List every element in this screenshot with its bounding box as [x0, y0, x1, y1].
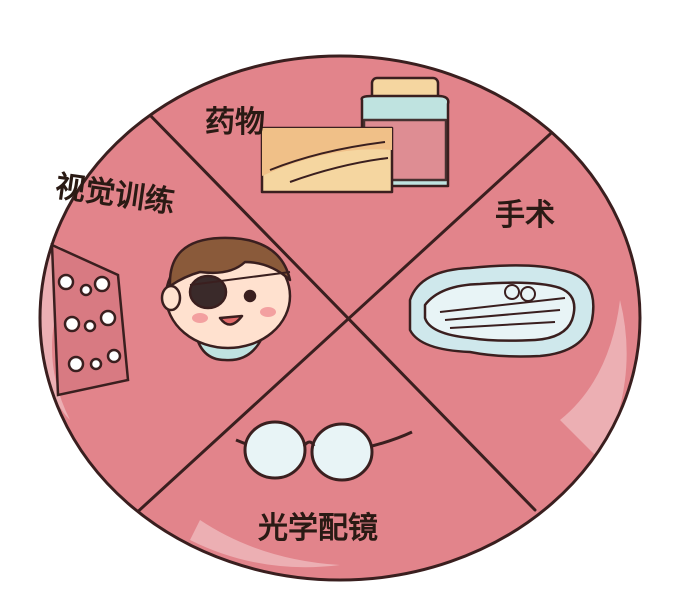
disc-background — [40, 56, 640, 580]
dot-board-icon — [50, 243, 130, 397]
medicine-box-and-jar-icon — [260, 76, 450, 194]
child-eye-patch-icon — [160, 236, 292, 362]
label-surgery: 手术 — [495, 198, 555, 233]
label-medicine: 药物 — [205, 105, 265, 140]
eyeglasses-icon — [235, 420, 413, 482]
segment-dividers — [83, 108, 562, 562]
surgical-tray-icon — [408, 264, 595, 358]
label-glasses: 光学配镜 — [258, 511, 378, 546]
disc-outline — [38, 54, 642, 582]
